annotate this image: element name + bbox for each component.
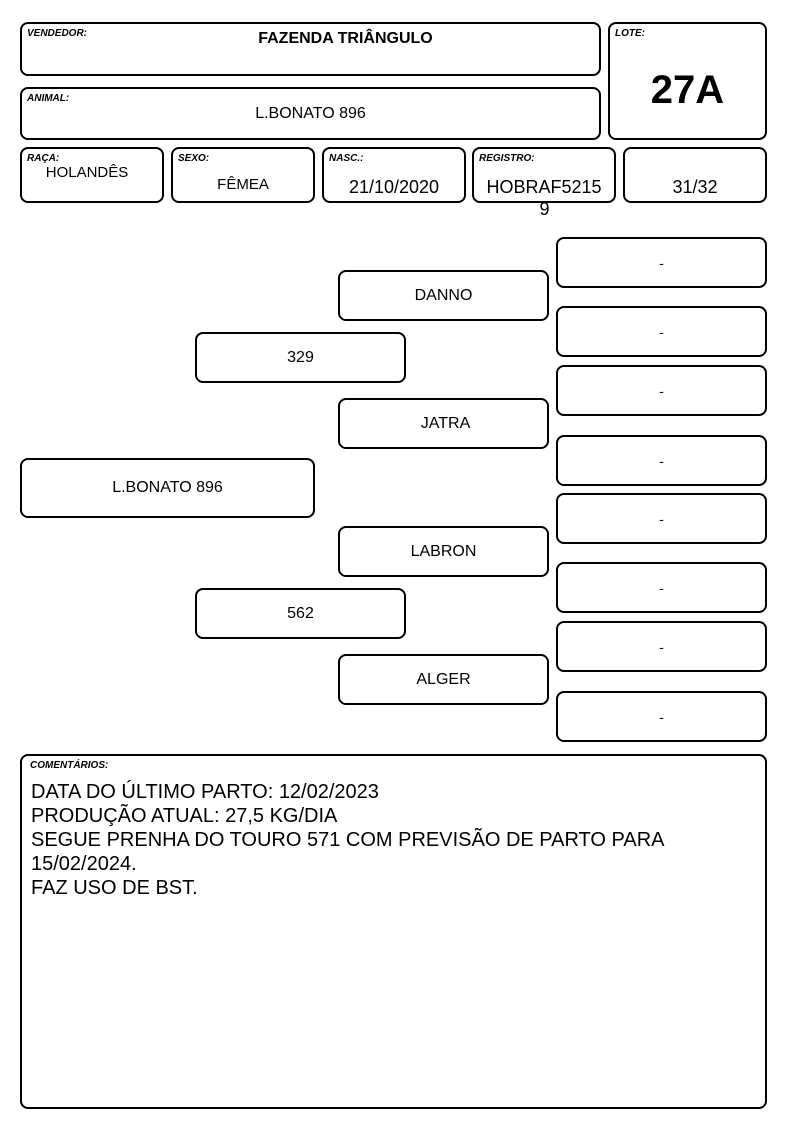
sire: 329 xyxy=(195,332,406,383)
dam: 562 xyxy=(195,588,406,639)
great-grandparent-6: - xyxy=(556,562,767,613)
vendor-box: VENDEDOR: FAZENDA TRIÂNGULO xyxy=(20,22,601,76)
maternal-granddam: ALGER xyxy=(338,654,549,705)
breed-value: HOLANDÊS xyxy=(45,164,129,181)
great-grandparent-2: - xyxy=(556,306,767,357)
sex-box: SEXO: FÊMEA xyxy=(171,147,315,203)
comment-line: SEGUE PRENHA DO TOURO 571 COM PREVISÃO D… xyxy=(31,829,665,851)
paternal-grandsire: DANNO xyxy=(338,270,549,321)
comment-line: PRODUÇÃO ATUAL: 27,5 KG/DIA xyxy=(31,805,338,827)
animal-label: ANIMAL: xyxy=(27,93,70,104)
animal-box: ANIMAL: L.BONATO 896 xyxy=(20,87,601,140)
great-grandparent-7: - xyxy=(556,621,767,672)
great-grandparent-3: - xyxy=(556,365,767,416)
sex-label: SEXO: xyxy=(178,153,210,164)
vendor-label: VENDEDOR: xyxy=(27,28,88,39)
lot-box: LOTE: 27A xyxy=(608,22,767,140)
registry-box: REGISTRO: HOBRAF5215 9 xyxy=(472,147,616,219)
comments-label: COMENTÁRIOS: xyxy=(30,760,109,771)
fraction-box: 31/32 xyxy=(623,147,767,203)
comments-text: DATA DO ÚLTIMO PARTO: 12/02/2023 PRODUÇÃ… xyxy=(31,780,755,900)
vendor-value: FAZENDA TRIÂNGULO xyxy=(258,30,433,47)
great-grandparent-8: - xyxy=(556,691,767,742)
animal-value: L.BONATO 896 xyxy=(255,105,366,122)
breed-box: RAÇA: HOLANDÊS xyxy=(20,147,164,203)
comment-line: FAZ USO DE BST. xyxy=(31,877,198,899)
maternal-grandsire: LABRON xyxy=(338,526,549,577)
paternal-granddam: JATRA xyxy=(338,398,549,449)
birth-box: NASC.: 21/10/2020 xyxy=(322,147,466,203)
registry-value-line1: HOBRAF5215 xyxy=(486,177,602,197)
birth-label: NASC.: xyxy=(329,153,364,164)
great-grandparent-5: - xyxy=(556,493,767,544)
comment-line: 15/02/2024. xyxy=(31,853,137,875)
comments-box: COMENTÁRIOS: DATA DO ÚLTIMO PARTO: 12/02… xyxy=(20,754,767,1109)
registry-label: REGISTRO: xyxy=(479,153,535,164)
registry-value-line2: 9 xyxy=(539,199,550,219)
great-grandparent-1: - xyxy=(556,237,767,288)
pedigree-animal: L.BONATO 896 xyxy=(20,458,315,518)
comment-line: DATA DO ÚLTIMO PARTO: 12/02/2023 xyxy=(31,781,379,803)
great-grandparent-4: - xyxy=(556,435,767,486)
breed-label: RAÇA: xyxy=(27,153,60,164)
lot-label: LOTE: xyxy=(615,28,645,39)
birth-value: 21/10/2020 xyxy=(348,177,440,197)
lot-value: 27A xyxy=(650,68,725,112)
sex-value: FÊMEA xyxy=(217,176,269,193)
fraction-value: 31/32 xyxy=(672,177,718,197)
